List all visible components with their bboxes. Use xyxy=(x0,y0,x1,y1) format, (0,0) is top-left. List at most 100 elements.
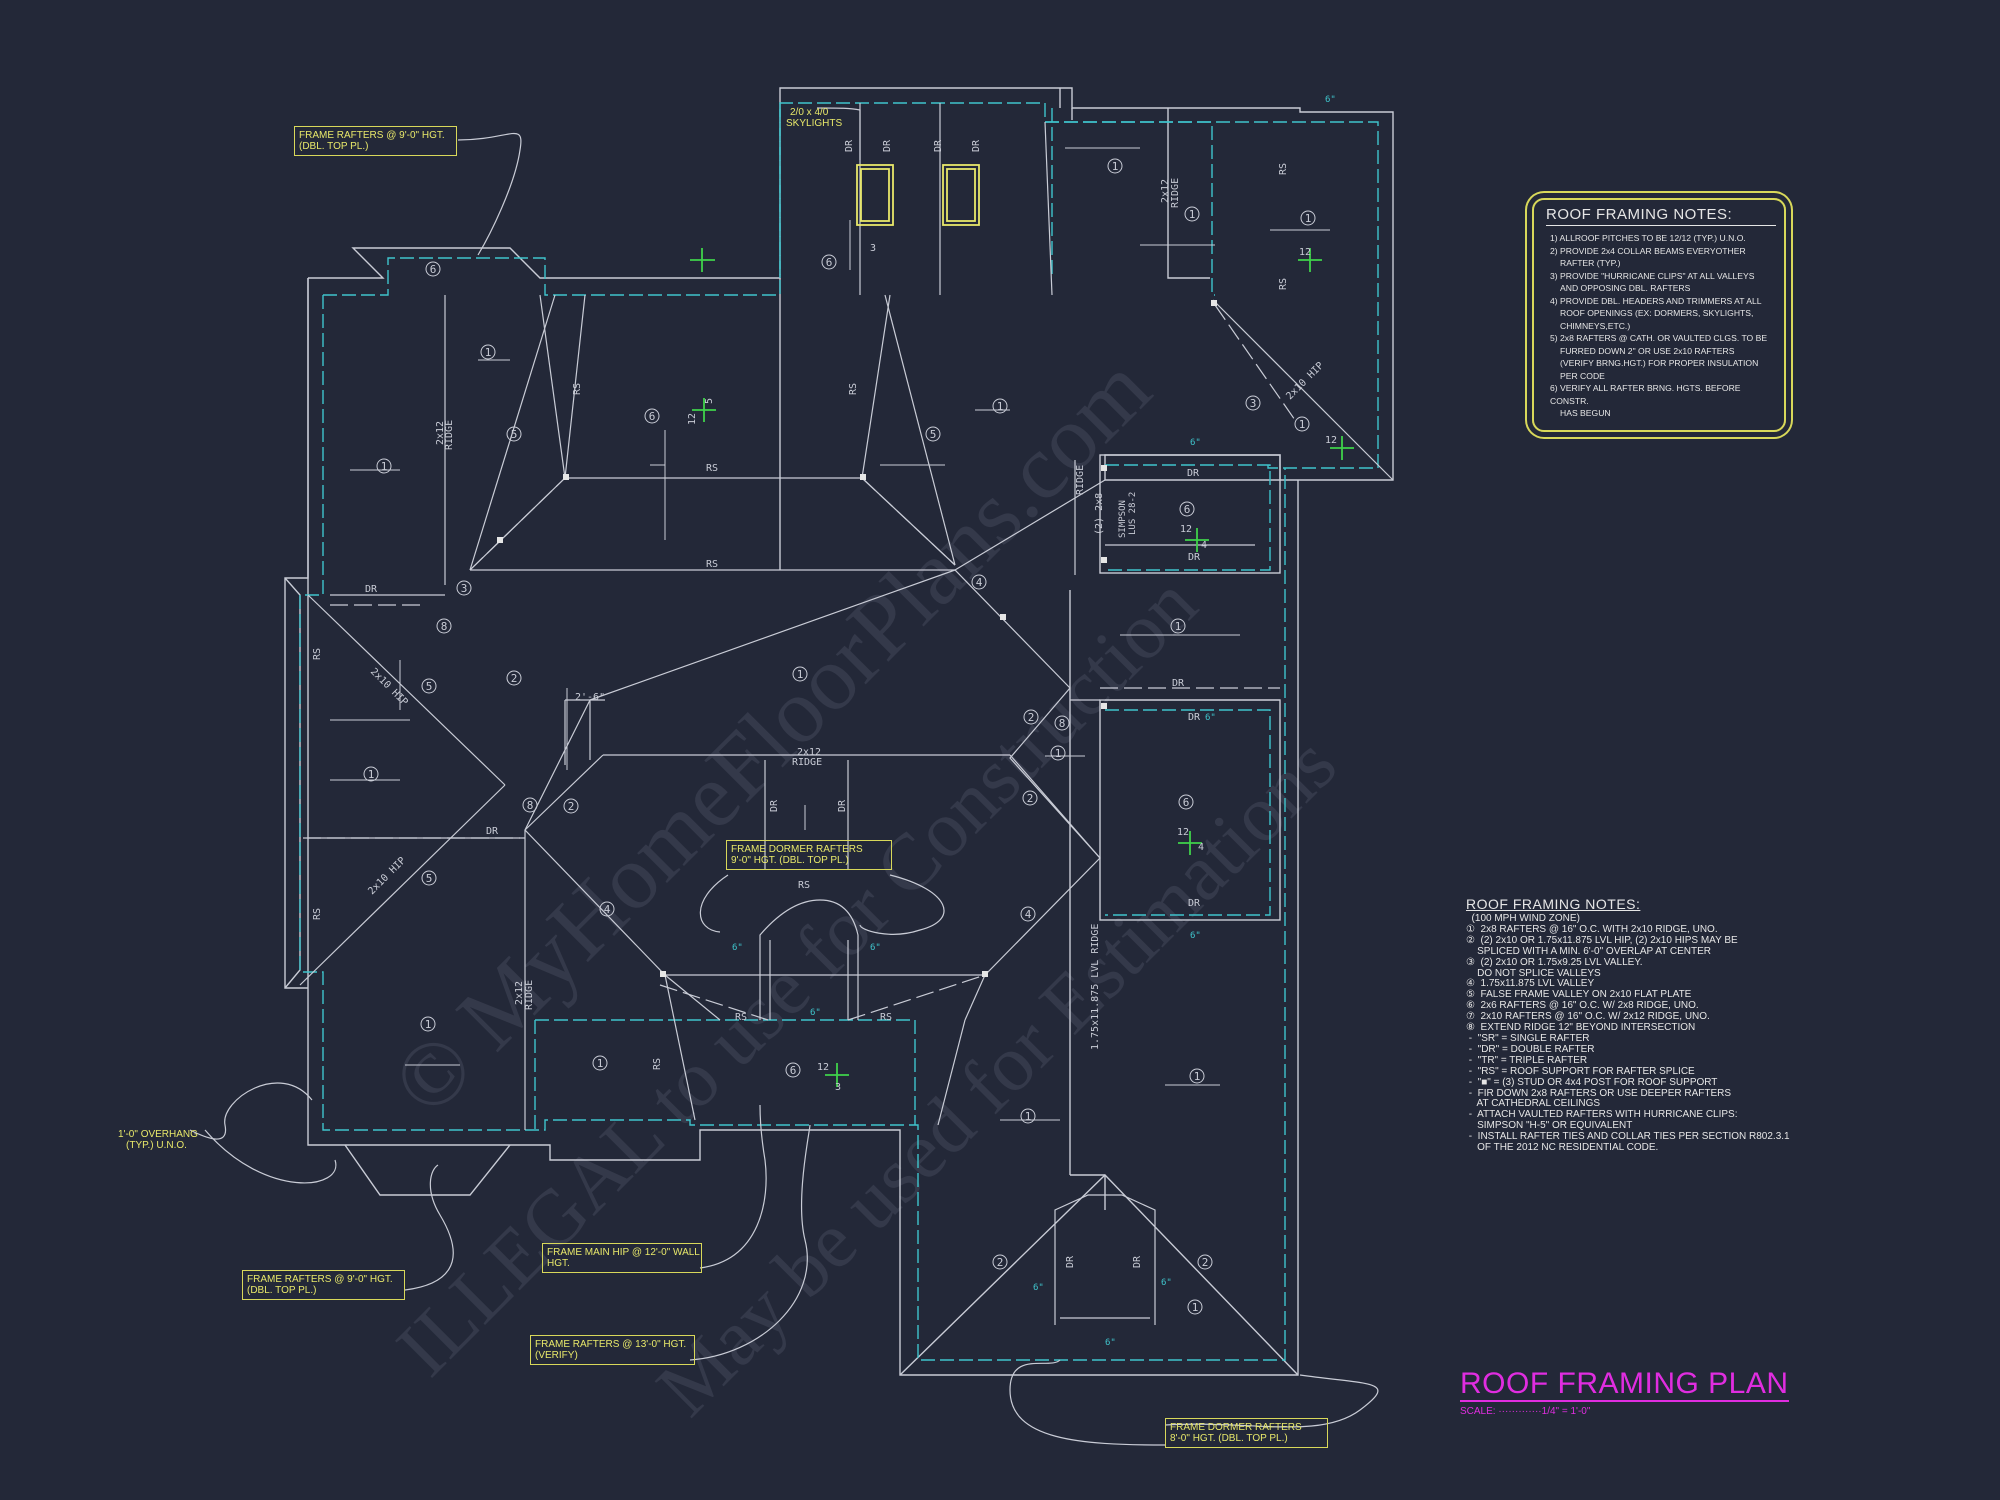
notes-list-line: AT CATHEDRAL CEILINGS xyxy=(1466,1098,1601,1110)
svg-text:6": 6" xyxy=(1033,1283,1044,1293)
label-rs-vertical: RS xyxy=(312,648,323,660)
label-2x8: (2) 2x8 xyxy=(1094,493,1105,535)
num-1: 1 xyxy=(1025,1110,1032,1123)
svg-text:6": 6" xyxy=(870,943,881,953)
notes-box-line: CHIMNEYS,ETC.) xyxy=(1560,320,1631,331)
num-6: 6 xyxy=(430,263,437,276)
notes-list-line: OF THE 2012 NC RESIDENTIAL CODE. xyxy=(1466,1142,1659,1154)
label-rs-vertical: RS xyxy=(1278,163,1289,175)
label-dr: DR xyxy=(1187,468,1200,479)
num-2: 2 xyxy=(1202,1256,1209,1269)
label-ridge-size-vertical: 2x12 xyxy=(514,981,525,1005)
pitch-mark xyxy=(1330,436,1354,460)
label-dr-vertical: DR xyxy=(971,139,982,152)
callout-frame-rafters-13ft: FRAME RAFTERS @ 13'-0" HGT. (VERIFY) xyxy=(530,1335,695,1365)
notes-box-line: ROOF OPENINGS (EX: DORMERS, SKYLIGHTS, xyxy=(1560,308,1754,318)
notes-box-title: ROOF FRAMING NOTES: xyxy=(1546,206,1776,226)
label-dr: DR xyxy=(1188,552,1201,563)
notes-box-line: 2) PROVIDE 2x4 COLLAR BEAMS EVERYOTHER xyxy=(1550,245,1746,256)
pitch-mark xyxy=(690,248,715,272)
notes-box-line: 1) ALLROOF PITCHES TO BE 12/12 (TYP.) U.… xyxy=(1550,233,1746,243)
label-rs: RS xyxy=(706,463,718,474)
label-rs: RS xyxy=(798,880,810,891)
pitch-mark xyxy=(1178,831,1202,855)
svg-text:6": 6" xyxy=(1105,1338,1116,1348)
label-rs: RS xyxy=(706,559,718,570)
num-2: 2 xyxy=(511,672,518,685)
pitch-4: 4 xyxy=(1198,842,1204,853)
label-ridge-vertical: RIDGE xyxy=(1170,178,1181,208)
notes-list-line: ⑦ 2x10 RAFTERS @ 16" O.C. W/ 2x12 RIDGE,… xyxy=(1466,1011,1710,1023)
pitch-5: 5 xyxy=(704,398,715,404)
label-ridge: RIDGE xyxy=(792,757,822,768)
label-hip: 2x10 HIP xyxy=(366,855,408,897)
label-ridge-vertical: RIDGE xyxy=(1075,465,1086,495)
label-dr: DR xyxy=(365,584,378,595)
num-1: 1 xyxy=(1189,208,1196,221)
label-rs: RS xyxy=(735,1012,747,1023)
svg-text:6": 6" xyxy=(810,1008,821,1018)
num-1: 1 xyxy=(425,1018,432,1031)
notes-list-line: SPLICED WITH A MIN. 6'-0" OVERLAP AT CEN… xyxy=(1466,945,1711,957)
pitch-mark xyxy=(825,1063,849,1087)
num-1: 1 xyxy=(1194,1070,1201,1083)
skylight-label-line1: 2/0 x 4/0 xyxy=(790,107,829,118)
num-1: 1 xyxy=(1175,620,1182,633)
callout-frame-dormer-rafters-9ft: FRAME DORMER RAFTERS 9'-0" HGT. (DBL. TO… xyxy=(726,840,892,870)
notes-list-line: ① 2x8 RAFTERS @ 16" O.C. WITH 2x10 RIDGE… xyxy=(1466,923,1718,935)
num-5: 5 xyxy=(426,872,433,885)
notes-box-line: 3) PROVIDE "HURRICANE CLIPS" AT ALL VALL… xyxy=(1550,270,1755,281)
notes-box-line: (VERIFY BRNG.HGT.) FOR PROPER INSULATION xyxy=(1560,358,1759,368)
svg-text:6": 6" xyxy=(732,943,743,953)
notes-list-line: ⑤ FALSE FRAME VALLEY ON 2x10 FLAT PLATE xyxy=(1466,989,1692,1001)
notes-box-line: 4) PROVIDE DBL. HEADERS AND TRIMMERS AT … xyxy=(1550,295,1762,306)
num-8: 8 xyxy=(527,799,534,812)
notes-list-line: - FIR DOWN 2x8 RAFTERS OR USE DEEPER RAF… xyxy=(1466,1087,1732,1099)
num-6: 6 xyxy=(1184,503,1191,516)
notes-box-line: PER CODE xyxy=(1560,370,1605,381)
num-1: 1 xyxy=(381,460,388,473)
direction-arrows xyxy=(330,147,1330,1121)
label-rs-vertical: RS xyxy=(572,383,583,395)
notes-list-line: - ATTACH VAULTED RAFTERS WITH HURRICANE … xyxy=(1466,1109,1738,1121)
notes-list-line: - "TR" = TRIPLE RAFTER xyxy=(1466,1054,1588,1066)
notes-box-line: RAFTER (TYP.) xyxy=(1560,258,1621,268)
num-3: 3 xyxy=(1250,397,1257,410)
num-1: 1 xyxy=(1112,160,1119,173)
pitch-marks xyxy=(690,248,1354,1087)
svg-text:6": 6" xyxy=(1190,931,1201,941)
num-1: 1 xyxy=(1305,212,1312,225)
label-ridge-size-vertical: 2x12 xyxy=(1160,179,1171,203)
break-lines xyxy=(303,304,1296,1021)
num-8: 8 xyxy=(1059,717,1066,730)
notes-list-line: ④ 1.75x11.875 LVL VALLEY xyxy=(1466,978,1595,990)
label-dr-vertical: DR xyxy=(933,139,944,152)
notes-list-title: ROOF FRAMING NOTES: xyxy=(1466,896,1641,912)
num-6: 6 xyxy=(790,1064,797,1077)
skylight-label-line2: SKYLIGHTS xyxy=(786,118,842,129)
label-dr: DR xyxy=(486,826,499,837)
framing-lines xyxy=(299,103,1394,1325)
num-6: 6 xyxy=(826,256,833,269)
label-simpson-2: LUS 28-2 xyxy=(1128,492,1138,535)
svg-text:6": 6" xyxy=(1161,1278,1172,1288)
svg-text:6": 6" xyxy=(1190,438,1201,448)
label-ridge-vertical: RIDGE xyxy=(444,420,455,450)
num-8: 8 xyxy=(441,620,448,633)
num-5: 5 xyxy=(426,680,433,693)
num-3: 3 xyxy=(461,582,468,595)
overhang-label-line1: 1'-0" OVERHANG xyxy=(118,1129,198,1140)
num-2: 2 xyxy=(997,1256,1004,1269)
label-rs: RS xyxy=(880,1012,892,1023)
notes-list-line: SIMPSON "H-5" OR EQUIVALENT xyxy=(1466,1120,1633,1132)
plan-title: ROOF FRAMING PLAN xyxy=(1460,1367,1789,1402)
framing-callout-numbers: 1 1 1 1 1 1 1 1 1 1 1 1 1 1 1 1 2 2 2 2 … xyxy=(363,158,1316,1315)
notes-list-line: (100 MPH WIND ZONE) xyxy=(1466,913,1580,924)
num-5: 5 xyxy=(930,428,937,441)
leader-lines xyxy=(189,107,1379,1446)
label-ridge-vertical: RIDGE xyxy=(524,980,535,1010)
skylight-left xyxy=(856,164,894,226)
overhang-marks: 6" 6" 6" 6" 6" 6" 6" 6" 6" 6" xyxy=(732,95,1336,1348)
num-1: 1 xyxy=(997,400,1004,413)
num-1: 1 xyxy=(485,346,492,359)
